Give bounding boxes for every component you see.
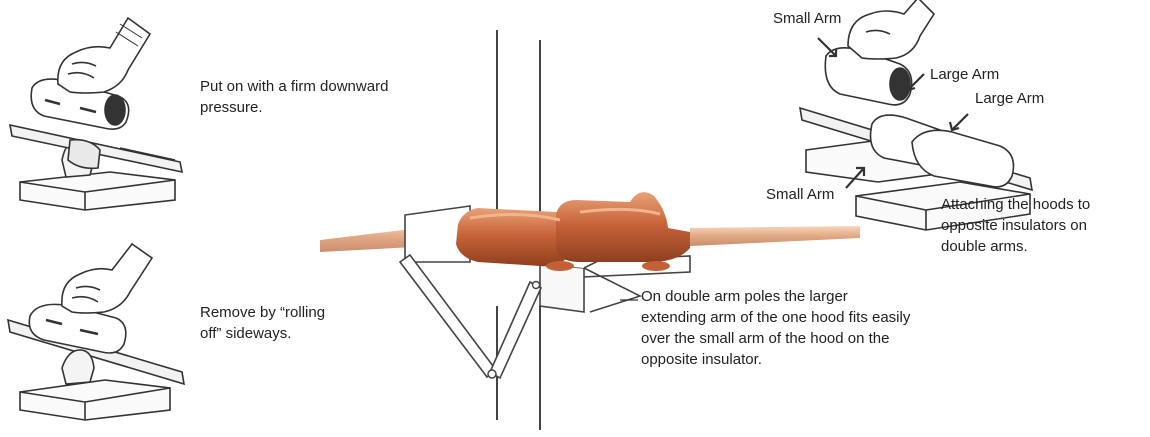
put-on-caption: Put on with a firm downward pressure. <box>200 76 400 118</box>
remove-illustration <box>8 244 184 420</box>
put-on-illustration <box>10 18 182 210</box>
large-arm-label-2: Large Arm <box>975 90 1044 108</box>
large-arm-label-1: Large Arm <box>930 66 999 84</box>
double-arm-caption: On double arm poles the larger extending… <box>641 286 911 370</box>
remove-caption: Remove by “rolling off” sideways. <box>200 302 350 344</box>
small-arm-label-bottom: Small Arm <box>766 186 834 204</box>
small-arm-label-top: Small Arm <box>773 10 841 28</box>
pole-illustration <box>320 30 860 430</box>
attaching-caption: Attaching the hoods to opposite insulato… <box>941 194 1126 257</box>
